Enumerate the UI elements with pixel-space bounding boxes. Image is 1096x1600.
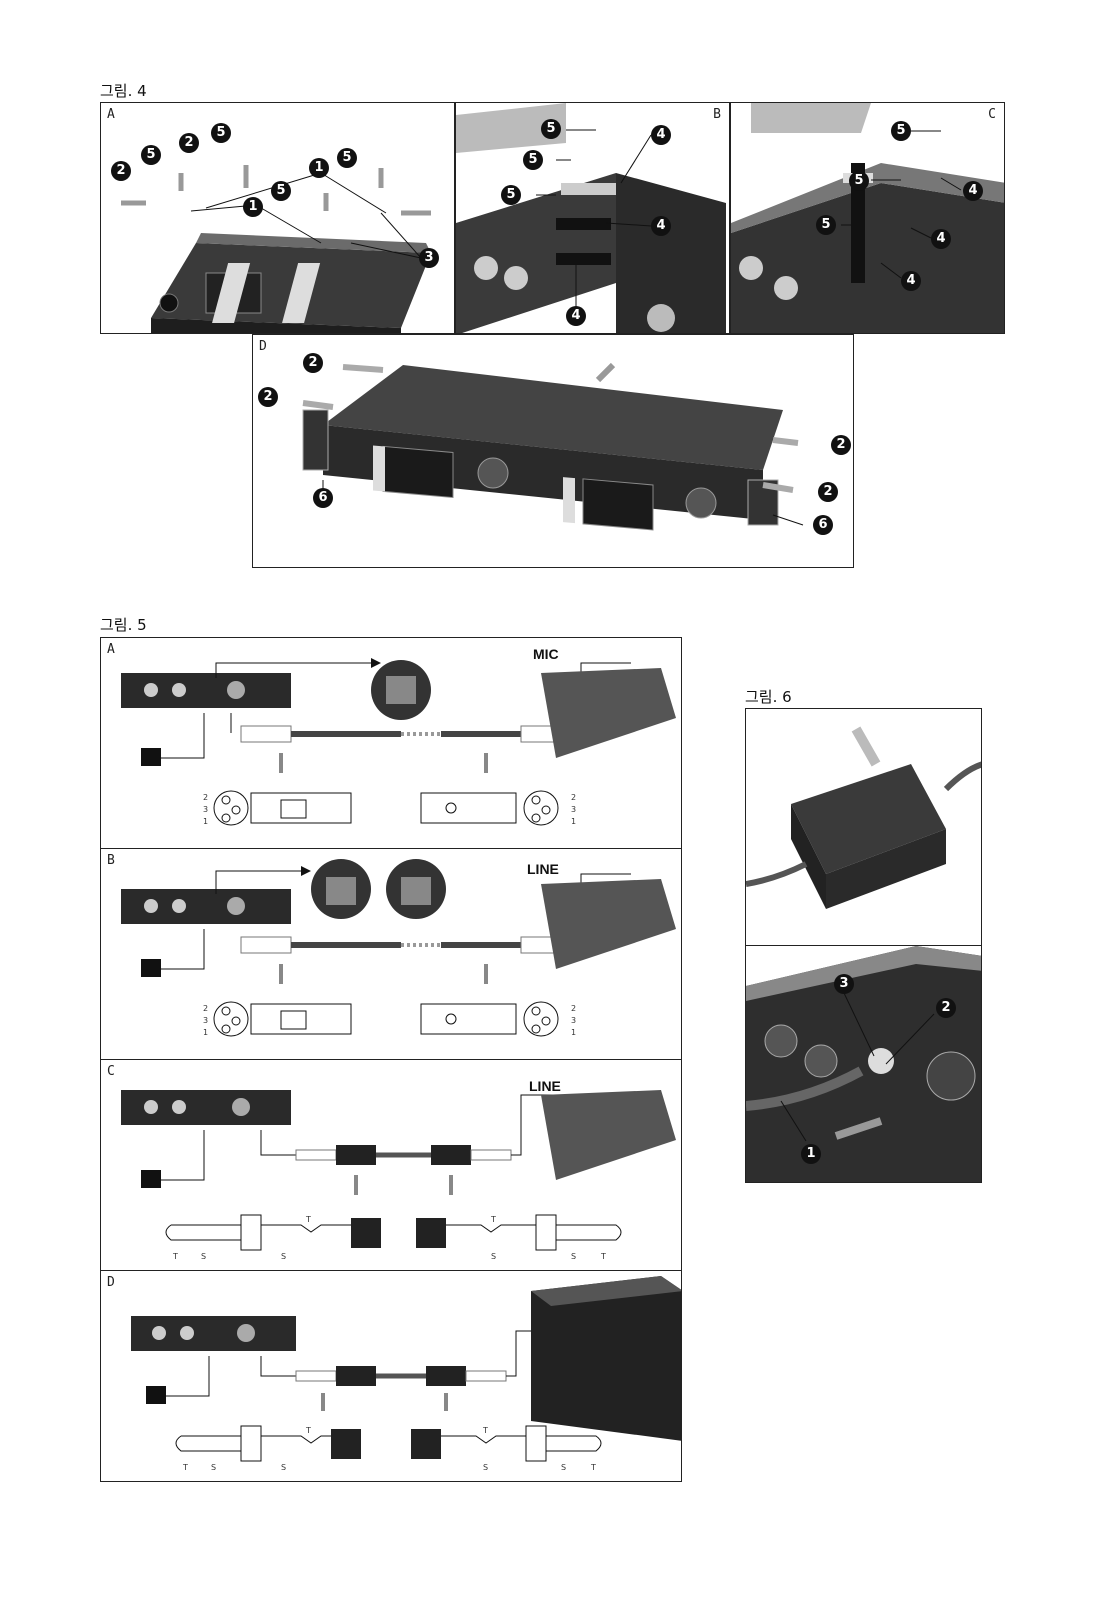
callout-5: 5 [891, 121, 911, 141]
jack-line-connection-diagram [121, 1090, 676, 1251]
jack-amp-connection-diagram [131, 1276, 681, 1462]
jack-tip-label: T [591, 1463, 596, 1472]
fig6-panel-bottom: 3 2 1 [745, 945, 982, 1183]
callout-3: 3 [834, 974, 854, 994]
panel-letter: D [259, 339, 267, 354]
line-label: LINE [529, 1078, 561, 1094]
jack-sleeve-label: S [201, 1252, 207, 1261]
jack-sleeve-label: S [483, 1463, 489, 1472]
panel-letter: C [988, 107, 996, 122]
jack-tip-label: T [306, 1426, 311, 1435]
xlr-pin-label: 2 [571, 1004, 577, 1013]
jack-tip-label: T [173, 1252, 178, 1261]
jack-sleeve-label: S [571, 1252, 577, 1261]
callout-6: 6 [813, 515, 833, 535]
callout-5: 5 [211, 123, 231, 143]
jack-tip-label: T [483, 1426, 488, 1435]
callout-3: 3 [419, 248, 439, 268]
jack-tip-label: T [491, 1215, 496, 1224]
xlr-pin-label: 2 [571, 793, 577, 802]
xlr-mic-connection-diagram [121, 658, 676, 826]
callout-1: 1 [309, 158, 329, 178]
power-jack-connection-illustration [746, 946, 981, 1182]
fig5-panel-b: B LINE 2 3 1 2 3 1 [100, 848, 682, 1060]
xlr-pin-label: 3 [571, 1016, 577, 1025]
callout-2: 2 [258, 387, 278, 407]
figure-5-title: 그림. 5 [100, 616, 147, 634]
rack-joined-illustration [731, 103, 1004, 333]
jack-sleeve-label: S [211, 1463, 217, 1472]
jack-tip-label: T [306, 1215, 311, 1224]
jack-sleeve-label: S [491, 1252, 497, 1261]
callout-2: 2 [936, 998, 956, 1018]
callout-2: 2 [179, 133, 199, 153]
callout-1: 1 [243, 197, 263, 217]
mic-label: MIC [533, 646, 559, 662]
xlr-pin-label: 1 [203, 1028, 209, 1037]
callout-4: 4 [901, 271, 921, 291]
callout-4: 4 [566, 306, 586, 326]
callout-1: 1 [801, 1144, 821, 1164]
callout-5: 5 [141, 145, 161, 165]
rack-unit-illustration [121, 165, 431, 333]
panel-letter: B [713, 107, 721, 122]
callout-2: 2 [111, 161, 131, 181]
xlr-pin-label: 3 [571, 805, 577, 814]
xlr-pin-label: 3 [203, 805, 209, 814]
panel-letter: D [107, 1275, 115, 1290]
callout-4: 4 [651, 216, 671, 236]
fig4-panel-c: C 5 5 5 4 4 4 [730, 102, 1005, 334]
callout-4: 4 [651, 125, 671, 145]
fig5-panel-c: C LINE T S T S T S S T [100, 1059, 682, 1271]
callout-4: 4 [963, 181, 983, 201]
xlr-pin-label: 2 [203, 1004, 209, 1013]
panel-letter: B [107, 853, 115, 868]
xlr-line-connection-diagram [121, 859, 676, 1037]
xlr-pin-label: 1 [571, 1028, 577, 1037]
power-adapter-illustration [746, 726, 981, 909]
callout-5: 5 [337, 148, 357, 168]
jack-sleeve-label: S [281, 1252, 287, 1261]
fig6-panel-top [745, 708, 982, 946]
rack-connection-illustration [456, 103, 726, 333]
figure-6-title: 그림. 6 [745, 688, 792, 706]
jack-tip-label: T [601, 1252, 606, 1261]
fig5-panel-d: D T S T S T S S T [100, 1270, 682, 1482]
callout-2: 2 [831, 435, 851, 455]
callout-5: 5 [849, 171, 869, 191]
fig4-panel-a: A 2 5 2 5 1 5 5 1 3 [100, 102, 455, 334]
xlr-pin-label: 3 [203, 1016, 209, 1025]
jack-tip-label: T [183, 1463, 188, 1472]
xlr-pin-label: 2 [203, 793, 209, 802]
callout-5: 5 [541, 119, 561, 139]
callout-4: 4 [931, 229, 951, 249]
fig5-panel-a: A MIC 2 3 1 2 3 1 [100, 637, 682, 849]
xlr-pin-label: 1 [571, 817, 577, 826]
jack-sleeve-label: S [561, 1463, 567, 1472]
fig4-panel-b: B 5 5 5 4 4 4 [455, 102, 730, 334]
double-rack-illustration [302, 362, 804, 531]
line-label: LINE [527, 861, 559, 877]
panel-letter: C [107, 1064, 115, 1079]
callout-6: 6 [313, 488, 333, 508]
callout-2: 2 [303, 353, 323, 373]
panel-letter: A [107, 107, 115, 122]
callout-5: 5 [523, 150, 543, 170]
callout-5: 5 [271, 181, 291, 201]
jack-sleeve-label: S [281, 1463, 287, 1472]
callout-5: 5 [501, 185, 521, 205]
xlr-pin-label: 1 [203, 817, 209, 826]
figure-4-title: 그림. 4 [100, 82, 147, 100]
fig4-panel-d: D 2 2 6 2 2 6 [252, 334, 854, 568]
panel-letter: A [107, 642, 115, 657]
callout-2: 2 [818, 482, 838, 502]
callout-5: 5 [816, 215, 836, 235]
